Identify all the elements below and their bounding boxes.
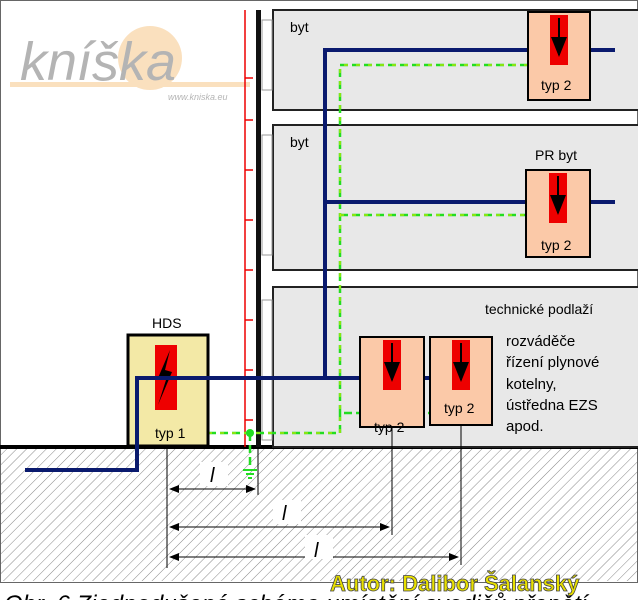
- spd-box-2: typ 2: [429, 336, 493, 426]
- svg-text:l: l: [314, 540, 319, 562]
- ground: [1, 448, 637, 581]
- svg-text:kníška: kníška: [20, 32, 176, 92]
- spd-box-1: typ 2: [359, 336, 425, 435]
- svg-text:řízení plynové: řízení plynové: [506, 354, 599, 371]
- spd-box-top: typ 2: [527, 11, 591, 101]
- svg-text:byt: byt: [290, 134, 309, 150]
- svg-text:kotelny,: kotelny,: [506, 376, 557, 393]
- svg-text:HDS: HDS: [152, 315, 182, 331]
- svg-text:typ 2: typ 2: [541, 237, 572, 253]
- svg-text:rozváděče: rozváděče: [506, 333, 575, 350]
- note: rozváděče řízení plynové kotelny, ústřed…: [506, 333, 599, 435]
- spd-box-pr: typ 2: [525, 169, 591, 258]
- svg-text:byt: byt: [290, 19, 309, 35]
- svg-text:typ 2: typ 2: [541, 77, 572, 93]
- author: Autor: Dalibor Šalanský: [330, 571, 580, 596]
- svg-text:apod.: apod.: [506, 418, 544, 435]
- svg-text:typ 2: typ 2: [444, 400, 475, 416]
- caption: Obr. 6 Zjednodušené schéma umístění svod…: [4, 591, 590, 600]
- svg-text:typ 2: typ 2: [374, 419, 405, 435]
- svg-text:technické podlaží: technické podlaží: [485, 301, 593, 317]
- svg-text:l: l: [210, 465, 215, 487]
- svg-text:PR byt: PR byt: [535, 147, 577, 163]
- svg-text:ústředna EZS: ústředna EZS: [506, 397, 598, 414]
- hds-box: HDS typ 1: [126, 315, 210, 448]
- svg-text:l: l: [282, 503, 287, 525]
- logo: kníška www.kniska.eu: [10, 26, 250, 102]
- lightning-conductor: [244, 10, 253, 447]
- svg-text:www.kniska.eu: www.kniska.eu: [168, 92, 228, 102]
- wall: [256, 10, 261, 447]
- svg-text:typ 1: typ 1: [155, 425, 186, 441]
